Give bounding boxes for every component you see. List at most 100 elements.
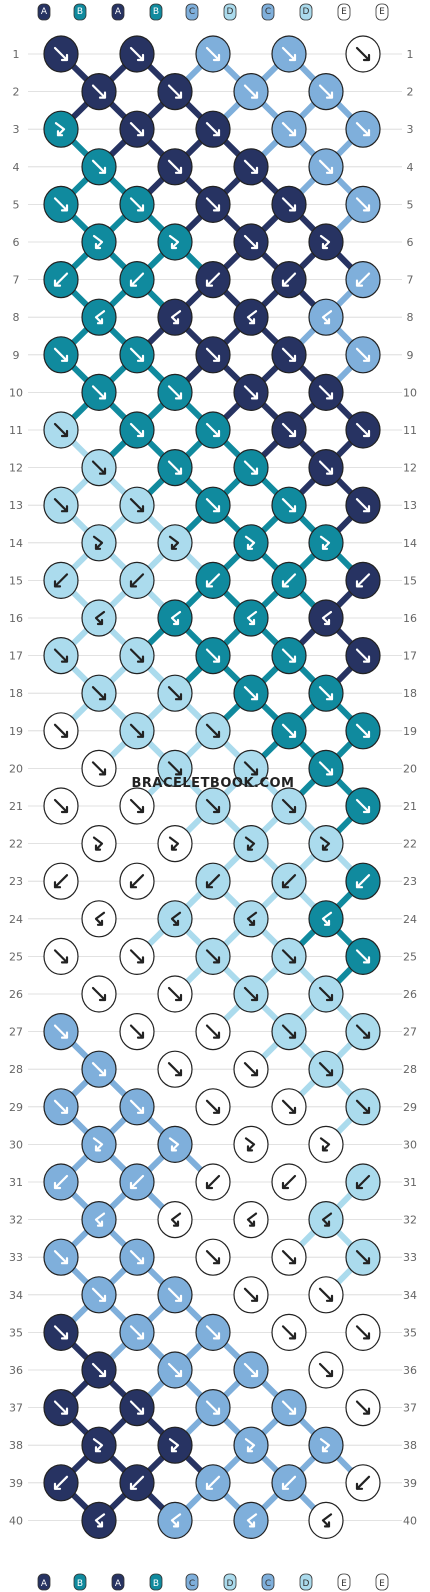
knot-arrow-icon [129,122,145,137]
knot-arrow-icon [281,1250,297,1265]
row-number-left: 27 [9,1026,23,1039]
strand-label: A [115,7,122,17]
knot-arrow-icon [129,723,145,738]
knot-arrow-icon [321,310,333,325]
strand-label: C [189,1579,195,1589]
row-number-right: 19 [403,725,417,738]
knot-arrow-icon [53,422,69,438]
row-number-left: 16 [9,612,23,625]
knot [308,524,344,562]
knot-arrow-icon [355,1325,371,1340]
row-number-right: 38 [403,1439,417,1452]
knot [308,223,344,261]
knot-arrow-icon [355,798,371,814]
row-number-right: 10 [403,386,417,399]
row-number-left: 12 [9,462,23,475]
knot [157,900,193,938]
knot-arrow-icon [246,1513,258,1528]
knot-arrow-icon [94,310,106,325]
strand-tab [299,3,313,21]
row-number-right: 31 [403,1176,417,1189]
knot-arrow-icon [91,761,107,776]
knot-arrow-icon [53,1174,69,1190]
knot-arrow-icon [243,460,259,475]
row-number-right: 12 [403,462,417,475]
knot [81,298,117,336]
row-number-right: 29 [403,1101,417,1114]
knot-arrow-icon [355,197,371,212]
knot-arrow-icon [92,535,104,550]
knot-arrow-icon [205,723,221,738]
row-number-left: 15 [9,574,23,587]
knot-arrow-icon [170,610,182,626]
row-number-left: 37 [9,1402,23,1415]
knot-arrow-icon [129,1250,145,1265]
knot-arrow-icon [53,1024,69,1039]
knot-arrow-icon [129,949,145,964]
knot-arrow-icon [167,385,183,400]
knot-arrow-icon [205,648,221,663]
row-number-right: 14 [403,537,417,550]
knot-arrow-icon [318,761,334,776]
row-number-left: 21 [9,800,23,813]
knot-arrow-icon [53,1325,69,1340]
knot [157,1426,193,1464]
knot-arrow-icon [281,1099,297,1114]
knot [81,524,117,562]
row-number-left: 23 [9,875,23,888]
knot-arrow-icon [167,986,183,1002]
row-number-right: 35 [403,1326,417,1339]
strand-label: A [41,1579,48,1589]
row-number-right: 26 [403,988,417,1001]
knot [233,900,269,938]
knot-arrow-icon [92,234,104,250]
row-number-left: 26 [9,988,23,1001]
knot-arrow-icon [355,422,371,438]
strand-tab [149,1573,163,1591]
strand-label: E [379,7,385,17]
row-number-left: 33 [9,1251,23,1264]
knot-arrow-icon [281,122,297,137]
knot-arrow-icon [243,1287,259,1302]
strand-label: A [41,7,48,17]
strand-tab [37,1573,51,1591]
row-number-left: 13 [9,499,23,512]
knot-arrow-icon [53,1250,69,1265]
knot-arrow-icon [281,1024,297,1039]
knot-arrow-icon [53,949,69,964]
knot [157,1200,193,1239]
knot-arrow-icon [129,1475,145,1490]
knot [81,1426,117,1464]
row-number-right: 18 [403,687,417,700]
row-number-right: 20 [403,762,417,775]
row-number-left: 39 [9,1477,23,1490]
knot-arrow-icon [205,1250,221,1265]
knot-arrow-icon [91,1287,107,1302]
knot-arrow-icon [319,234,331,250]
knot-arrow-icon [321,1513,333,1528]
row-number-right: 39 [403,1477,417,1490]
strand-tab [111,1573,125,1591]
knot-arrow-icon [281,422,297,438]
row-number-left: 30 [9,1138,23,1151]
knot-arrow-icon [167,761,183,776]
knot [308,1200,344,1239]
knot-arrow-icon [94,1513,106,1528]
knot-arrow-icon [205,1174,221,1190]
knot [157,1125,193,1164]
strand-tab [185,1573,199,1591]
knot-arrow-icon [53,498,69,513]
knot-arrow-icon [205,46,221,62]
row-number-left: 9 [13,349,20,362]
knot-arrow-icon [129,46,145,62]
row-number-right: 27 [403,1026,417,1039]
row-number-right: 40 [403,1514,417,1527]
strand-tab [375,3,389,21]
knot [308,1426,344,1464]
knot-arrow-icon [246,310,258,325]
strand-label: C [189,7,195,17]
knot-arrow-icon [129,422,145,438]
strand-label: C [265,1579,271,1589]
knot-arrow-icon [246,911,258,926]
